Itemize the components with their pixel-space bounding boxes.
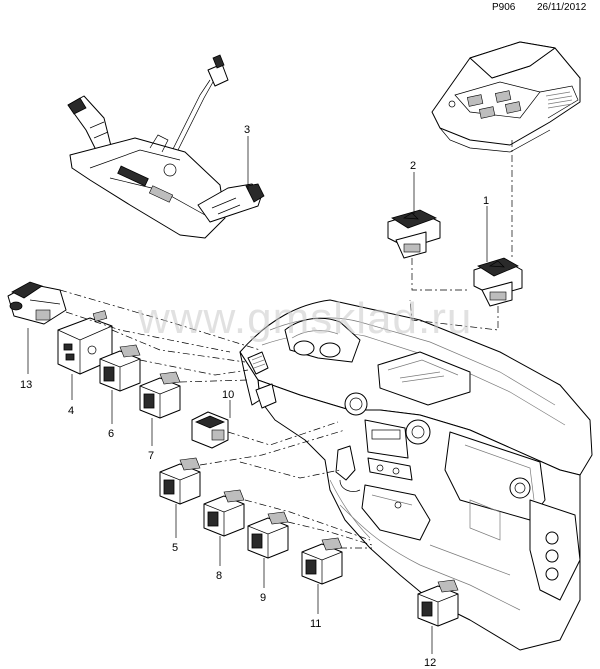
callout-1: 1 xyxy=(483,195,489,207)
callout-8: 8 xyxy=(216,570,222,582)
callout-3: 3 xyxy=(244,124,250,136)
callout-4: 4 xyxy=(68,405,74,417)
part-13-switch-pack xyxy=(7,281,67,325)
part-12-switch xyxy=(417,579,459,627)
part-3-steering-column-switch xyxy=(67,54,265,239)
part-7-switch xyxy=(139,371,181,419)
part-5-switch xyxy=(159,457,201,505)
dashboard-illustration xyxy=(239,299,593,651)
callout-11: 11 xyxy=(310,618,321,630)
diagram-date: 26/11/2012 xyxy=(537,2,587,13)
callout-7: 7 xyxy=(148,450,154,462)
overhead-console-illustration xyxy=(431,41,581,153)
part-8-switch xyxy=(203,489,245,537)
callout-5: 5 xyxy=(172,542,178,554)
part-2-hazard-switch xyxy=(387,209,441,259)
callout-numbers: 1 2 3 4 5 6 7 8 9 10 11 12 13 xyxy=(20,124,489,669)
leader-lines xyxy=(27,136,488,654)
part-9-switch xyxy=(247,511,289,559)
part-6-switch xyxy=(99,344,141,392)
part-10-switch xyxy=(191,411,229,449)
callout-13: 13 xyxy=(20,379,32,391)
callout-12: 12 xyxy=(424,657,436,669)
callout-9: 9 xyxy=(260,592,266,604)
callout-10: 10 xyxy=(222,389,234,401)
callout-2: 2 xyxy=(410,160,416,172)
assembly-lines xyxy=(59,140,513,549)
diagram-code: P906 xyxy=(492,2,516,13)
part-4-switch-panel xyxy=(57,310,113,375)
callout-6: 6 xyxy=(108,428,114,440)
part-1-hazard-switch xyxy=(473,257,523,307)
part-11-switch xyxy=(301,537,343,585)
watermark: www.gmsklad.ru xyxy=(137,294,472,343)
